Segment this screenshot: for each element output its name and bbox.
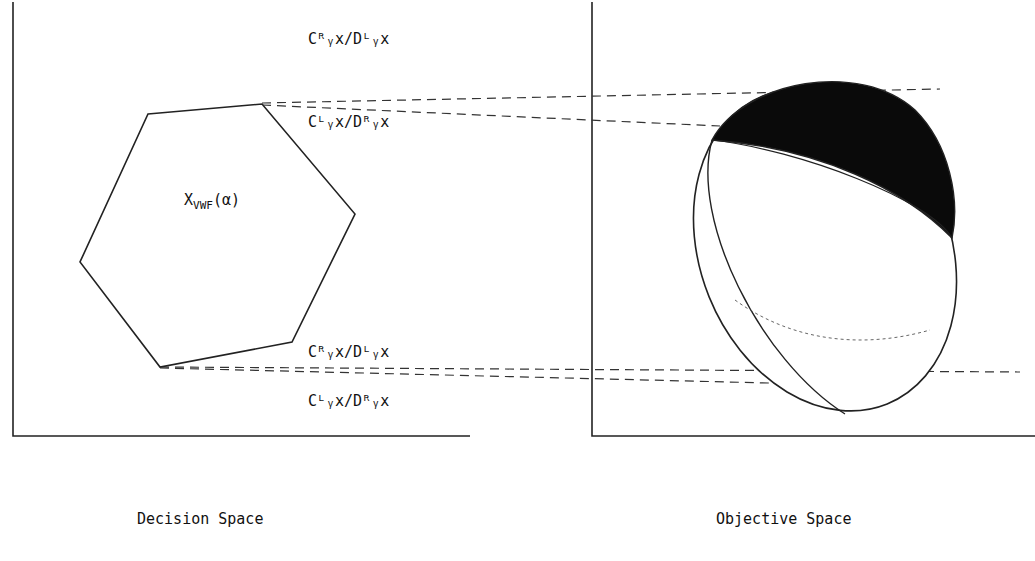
set-symbol: X <box>184 191 193 209</box>
bound-label: Cᴸᵧx/Dᴿᵧx <box>306 392 391 410</box>
feasible-set-hexagon: XVWF(α) <box>78 102 358 370</box>
subscript: VWF <box>193 199 213 212</box>
decision-axes <box>13 2 470 436</box>
bound-label: Cᴸᵧx/Dᴿᵧx <box>306 113 391 131</box>
axis-caption: Decision Space <box>135 510 265 528</box>
axis-caption: Objective Space <box>714 510 853 528</box>
bound-label: Cᴿᵧx/Dᴸᵧx <box>306 343 391 361</box>
set-symbol: (α) <box>213 191 240 209</box>
dashed-projection <box>160 368 850 385</box>
bound-label: Cᴿᵧx/Dᴸᵧx <box>306 30 391 48</box>
objective-sphere <box>647 49 1003 450</box>
set-label: XVWF(α) <box>184 191 240 212</box>
hexagon-outline <box>78 102 358 370</box>
